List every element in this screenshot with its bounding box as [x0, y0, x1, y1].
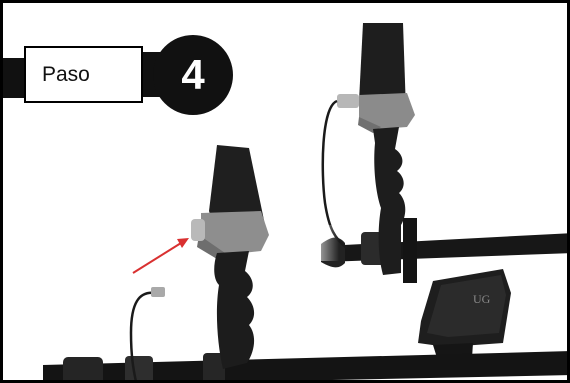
svg-text:UG: UG: [473, 292, 491, 306]
rear-handle-assembly: [321, 23, 570, 283]
step-badge: Paso 4: [3, 3, 243, 113]
step-label-box: Paso: [24, 46, 143, 103]
lower-shaft: [43, 351, 570, 383]
step-label: Paso: [42, 63, 90, 87]
step-number: 4: [153, 35, 233, 115]
red-arrow-icon: [133, 238, 189, 273]
motion-haze: [273, 225, 339, 261]
front-handle-assembly: [191, 145, 269, 369]
